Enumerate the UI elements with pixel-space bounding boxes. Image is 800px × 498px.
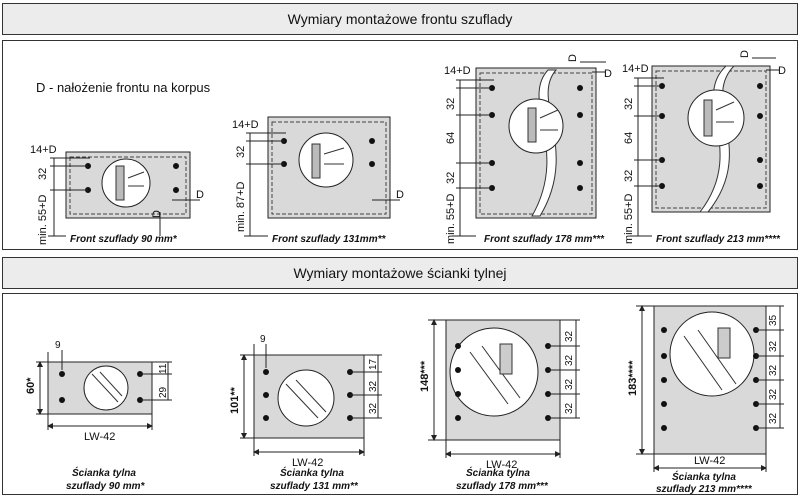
front-178-top-label: 14+D [444, 65, 471, 77]
back-90-drawing [36, 350, 172, 430]
back-178-caption-2: szuflady 178 mm*** [456, 481, 549, 492]
front-90-hole [173, 163, 179, 169]
back-90-caption-1: Ścianka tylna [72, 466, 136, 479]
front-131-caption: Front szuflady 131mm** [272, 234, 386, 245]
front-90-bottom-label: min. 55+D [37, 195, 49, 245]
back-131-drawing [240, 344, 382, 456]
back-178-right-dim-2: 32 [564, 354, 575, 366]
front-178-drawing [452, 61, 606, 237]
front-178-dim-1: 32 [445, 98, 457, 110]
back-213-height: 183**** [627, 360, 639, 396]
back-178-right-dim-4: 32 [564, 402, 575, 414]
front-131-bottom-label: min. 87+D [235, 182, 247, 232]
front-131-detail-circle [298, 132, 354, 188]
back-131-right-dim-2: 32 [368, 380, 379, 392]
back-213-right-dim-1: 35 [768, 314, 779, 326]
front-131-dim: 32 [235, 146, 247, 158]
legend-text: D - nałożenie frontu na korpus [36, 80, 211, 95]
front-90-runner [115, 165, 125, 201]
back-90-right-dim-2: 29 [158, 386, 169, 398]
back-90-detail-circle [83, 365, 129, 411]
front-178-dim-2: 64 [445, 132, 457, 144]
front-131-d-right: D [396, 189, 404, 201]
back-213-right-dim-5: 32 [768, 412, 779, 424]
back-178-right-dim-3: 32 [564, 378, 575, 390]
back-213-detail-circle [669, 311, 755, 397]
front-213-detail-circle [687, 89, 745, 147]
back-131-detail-circle [277, 369, 335, 427]
front-90-top-label: 14+D [30, 144, 57, 156]
section2-title: Wymiary montażowe ścianki tylnej [2, 257, 798, 289]
front-90-d-bottom: D [151, 210, 163, 218]
front-213-caption: Front szuflady 213 mm**** [656, 234, 781, 245]
front-213-d-top: D [739, 50, 751, 58]
back-131-hole-offset: 9 [260, 334, 266, 345]
front-131-drawing [244, 116, 400, 237]
back-213-drawing [636, 305, 784, 472]
back-178-height: 148*** [419, 360, 431, 392]
back-90-caption-2: szuflady 90 mm* [66, 481, 145, 492]
front-131-runner [311, 143, 321, 179]
front-90-caption: Front szuflady 90 mm* [70, 234, 178, 245]
back-178-drawing [428, 319, 580, 458]
front-178-bottom-label: min. 55+D [445, 194, 457, 244]
back-131-height: 101** [229, 386, 241, 414]
back-131-right-dim-3: 32 [368, 402, 379, 414]
back-131-caption-2: szuflady 131 mm** [270, 481, 359, 492]
back-90-width: LW-42 [84, 431, 115, 443]
back-90-right-dim-1: 11 [158, 363, 169, 374]
front-213-dim-2: 64 [623, 132, 635, 144]
back-131-caption-1: Ścianka tylna [280, 466, 344, 479]
back-213-caption-2: szuflady 213 mm**** [656, 484, 753, 495]
front-131-outline [271, 121, 387, 215]
front-213-runner [703, 99, 713, 137]
back-213-caption-1: Ścianka tylna [672, 470, 736, 483]
back-178-detail-circle [449, 327, 539, 417]
back-90-height: 60* [25, 377, 37, 394]
front-178-d-right: D [604, 68, 612, 80]
front-131-top-label: 14+D [232, 119, 259, 131]
section1-title: Wymiary montażowe frontu szuflady [2, 3, 798, 35]
back-90-hole-offset: 9 [55, 340, 61, 351]
back-178-width: LW-42 [486, 459, 517, 471]
front-90-detail-circle [101, 158, 151, 208]
back-213-width: LW-42 [694, 455, 725, 467]
back-213-right-dim-2: 32 [768, 340, 779, 352]
front-213-top-label: 14+D [622, 63, 649, 75]
front-213-bottom-label: min. 55+D [623, 194, 635, 244]
back-178-caption-1: Ścianka tylna [466, 466, 530, 479]
front-90-outline [69, 156, 187, 215]
front-213-drawing [630, 57, 780, 237]
back-178-right-dim-1: 32 [564, 330, 575, 342]
front-178-caption: Front szuflady 178 mm*** [484, 234, 605, 245]
front-178-d-top: D [567, 54, 579, 62]
front-178-runner [527, 107, 537, 143]
front-178-dim-3: 32 [445, 172, 457, 184]
front-90-drawing [48, 151, 200, 237]
front-213-dim-1: 32 [623, 98, 635, 110]
front-213-dim-3: 32 [623, 170, 635, 182]
front-90-dim: 32 [37, 168, 49, 180]
back-131-right-dim-1: 17 [368, 358, 379, 370]
front-90-d-right: D [196, 189, 204, 201]
back-131-width: LW-42 [292, 457, 323, 469]
front-90-hole [173, 187, 179, 193]
back-213-right-dim-4: 32 [768, 388, 779, 400]
front-213-d-right: D [778, 65, 786, 77]
back-213-right-dim-3: 32 [768, 364, 779, 376]
